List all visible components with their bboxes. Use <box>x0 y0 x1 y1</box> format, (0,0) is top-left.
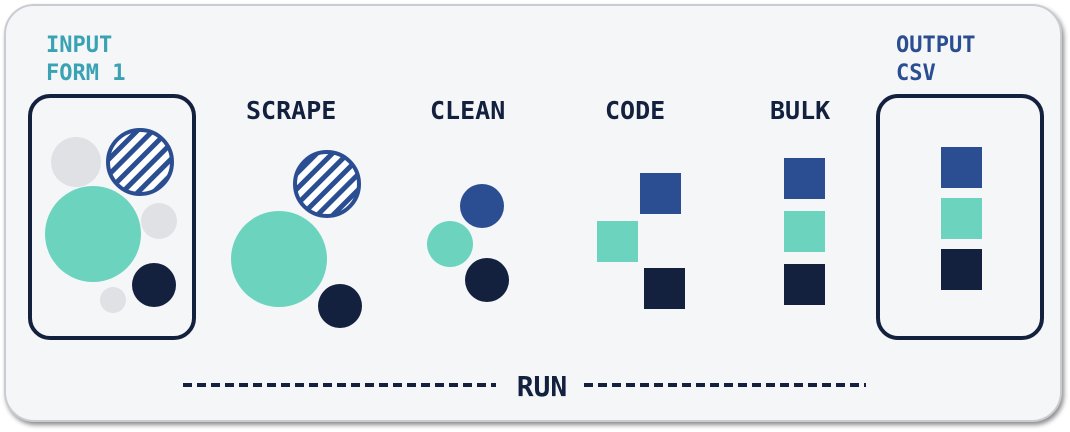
bulk-teal-square <box>784 211 825 252</box>
clean-navy-circle <box>465 258 509 302</box>
bulk-navy-square <box>784 264 825 305</box>
scrape-hatched-circle <box>293 150 361 218</box>
stage-bulk-label: BULK <box>770 96 831 125</box>
input-gray-circle-medium <box>141 203 177 239</box>
code-teal-square <box>597 221 638 262</box>
output-container <box>876 94 1044 340</box>
diagram-panel <box>4 4 1062 422</box>
stage-scrape-label: SCRAPE <box>246 96 337 125</box>
clean-teal-circle <box>427 221 473 267</box>
input-teal-circle <box>45 186 141 282</box>
output-label: OUTPUT CSV <box>896 32 975 88</box>
input-hatched-circle <box>106 128 174 196</box>
bulk-shapes <box>784 158 825 305</box>
input-label: INPUT FORM 1 <box>46 32 125 88</box>
clean-blue-circle <box>460 184 504 228</box>
output-label-line2: CSV <box>896 61 936 86</box>
input-label-line2: FORM 1 <box>46 61 126 86</box>
stage-clean-label: CLEAN <box>430 96 506 125</box>
input-label-line1: INPUT <box>46 33 113 58</box>
output-teal-square <box>941 198 982 239</box>
clean-shapes <box>427 184 509 302</box>
input-shapes <box>45 128 177 313</box>
input-gray-circle-small <box>100 287 126 313</box>
bulk-blue-square <box>784 158 825 199</box>
input-gray-circle-large <box>51 137 101 187</box>
run-label: RUN <box>517 370 568 403</box>
code-blue-square <box>640 173 681 214</box>
code-navy-square <box>644 268 685 309</box>
input-container <box>28 94 196 340</box>
output-blue-square <box>941 147 982 188</box>
output-navy-square <box>941 249 982 290</box>
scrape-navy-circle <box>318 284 362 328</box>
stage-code-label: CODE <box>605 96 666 125</box>
input-navy-circle <box>132 263 176 307</box>
scrape-shapes <box>231 150 362 328</box>
scrape-teal-circle <box>231 211 327 307</box>
output-shapes <box>941 147 982 290</box>
output-label-line1: OUTPUT <box>896 33 976 58</box>
code-shapes <box>597 173 685 309</box>
